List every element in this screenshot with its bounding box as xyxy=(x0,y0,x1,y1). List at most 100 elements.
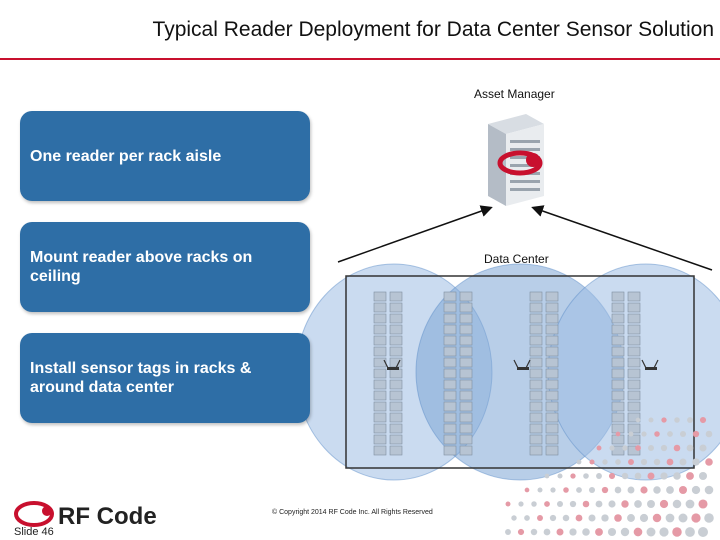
rack-unit xyxy=(627,335,641,346)
reader-icon xyxy=(383,359,401,370)
rack-unit xyxy=(443,423,457,434)
decorative-dot xyxy=(620,527,630,537)
decorative-dot xyxy=(583,473,589,479)
decorative-dot xyxy=(687,417,693,423)
decorative-dot xyxy=(659,499,669,509)
decorative-dot xyxy=(685,527,695,537)
rack-unit xyxy=(459,412,473,423)
rack-unit xyxy=(389,445,403,456)
rack-unit xyxy=(443,401,457,412)
asset-manager-label: Asset Manager xyxy=(474,87,555,101)
decorative-dot xyxy=(615,459,621,465)
decorative-dot xyxy=(576,459,582,465)
info-box-mount-reader: Mount reader above racks on ceiling xyxy=(20,222,310,312)
decorative-dot xyxy=(653,486,661,494)
rack-unit xyxy=(443,412,457,423)
rack-unit xyxy=(389,368,403,379)
rf-code-logo: RF Code xyxy=(14,501,157,530)
decorative-dot xyxy=(530,528,538,536)
rack-unit xyxy=(627,357,641,368)
decorative-dot xyxy=(705,458,713,466)
decorative-dot xyxy=(505,529,511,535)
server-icon xyxy=(488,114,544,206)
decorative-dot xyxy=(678,485,688,495)
decorative-dot xyxy=(563,487,569,493)
decorative-dot xyxy=(543,528,551,536)
rack-unit xyxy=(389,379,403,390)
decorative-dot xyxy=(705,430,713,438)
decorative-dot xyxy=(570,473,576,479)
page-title: Typical Reader Deployment for Data Cente… xyxy=(152,18,714,41)
decorative-dot xyxy=(614,486,622,494)
rack-unit xyxy=(459,302,473,313)
rack-unit xyxy=(443,368,457,379)
rack-unit xyxy=(611,357,625,368)
rack-unit xyxy=(545,434,559,445)
rack-unit xyxy=(529,434,543,445)
reader-icon xyxy=(513,359,531,370)
decorative-dot xyxy=(544,501,550,507)
decorative-dot xyxy=(596,473,602,479)
rack-unit xyxy=(459,434,473,445)
rack-unit xyxy=(611,401,625,412)
rack-unit xyxy=(373,357,387,368)
decorative-dot xyxy=(678,513,688,523)
decorative-dot xyxy=(621,472,629,480)
rack-unit xyxy=(373,434,387,445)
rack-unit xyxy=(545,324,559,335)
info-box-sensor-tags: Install sensor tags in racks & around da… xyxy=(20,333,310,423)
rack-unit xyxy=(545,390,559,401)
rack-unit xyxy=(373,291,387,302)
decorative-dot xyxy=(698,499,708,509)
decorative-dot xyxy=(648,417,654,423)
rack-unit xyxy=(443,291,457,302)
decorative-dot xyxy=(607,527,617,537)
decorative-dot xyxy=(659,527,669,537)
rack-unit xyxy=(627,401,641,412)
decorative-dot xyxy=(569,500,577,508)
decorative-dot xyxy=(615,431,621,437)
decorative-dot xyxy=(673,444,681,452)
decorative-dot xyxy=(595,528,603,536)
decorative-dot xyxy=(621,500,629,508)
rack-unit xyxy=(627,390,641,401)
rack-unit xyxy=(529,357,543,368)
rack-unit xyxy=(627,434,641,445)
rack-unit xyxy=(611,390,625,401)
decorative-dot xyxy=(517,528,525,536)
decorative-dot xyxy=(699,416,707,424)
decorative-dot xyxy=(647,500,655,508)
decorative-dot xyxy=(576,487,582,493)
rack-unit xyxy=(443,313,457,324)
rack-unit xyxy=(627,445,641,456)
rack-unit xyxy=(529,445,543,456)
rack-unit xyxy=(545,445,559,456)
copyright-text: © Copyright 2014 RF Code Inc. All Rights… xyxy=(272,509,433,516)
rack-unit xyxy=(611,346,625,357)
decorative-dot xyxy=(666,486,674,494)
rack-unit xyxy=(627,313,641,324)
rack-unit xyxy=(529,423,543,434)
decorative-dot xyxy=(557,473,563,479)
data-center-frame xyxy=(345,275,695,469)
info-box-reader-per-aisle: One reader per rack aisle xyxy=(20,111,310,201)
rack-unit xyxy=(373,401,387,412)
rack-unit xyxy=(545,368,559,379)
decorative-dot xyxy=(673,472,681,480)
decorative-dot xyxy=(556,528,564,536)
rack-unit xyxy=(545,291,559,302)
decorative-dot xyxy=(505,501,511,507)
rack-unit xyxy=(373,313,387,324)
rack-unit xyxy=(459,379,473,390)
rack-unit xyxy=(459,324,473,335)
rack-unit xyxy=(389,412,403,423)
decorative-dot xyxy=(609,445,615,451)
decorative-dot xyxy=(652,513,662,523)
decorative-dot xyxy=(653,458,661,466)
rack-unit xyxy=(529,302,543,313)
rack-unit xyxy=(389,291,403,302)
rack-unit xyxy=(459,401,473,412)
rack-unit xyxy=(389,324,403,335)
rack-unit xyxy=(373,346,387,357)
decorative-dot xyxy=(588,514,596,522)
